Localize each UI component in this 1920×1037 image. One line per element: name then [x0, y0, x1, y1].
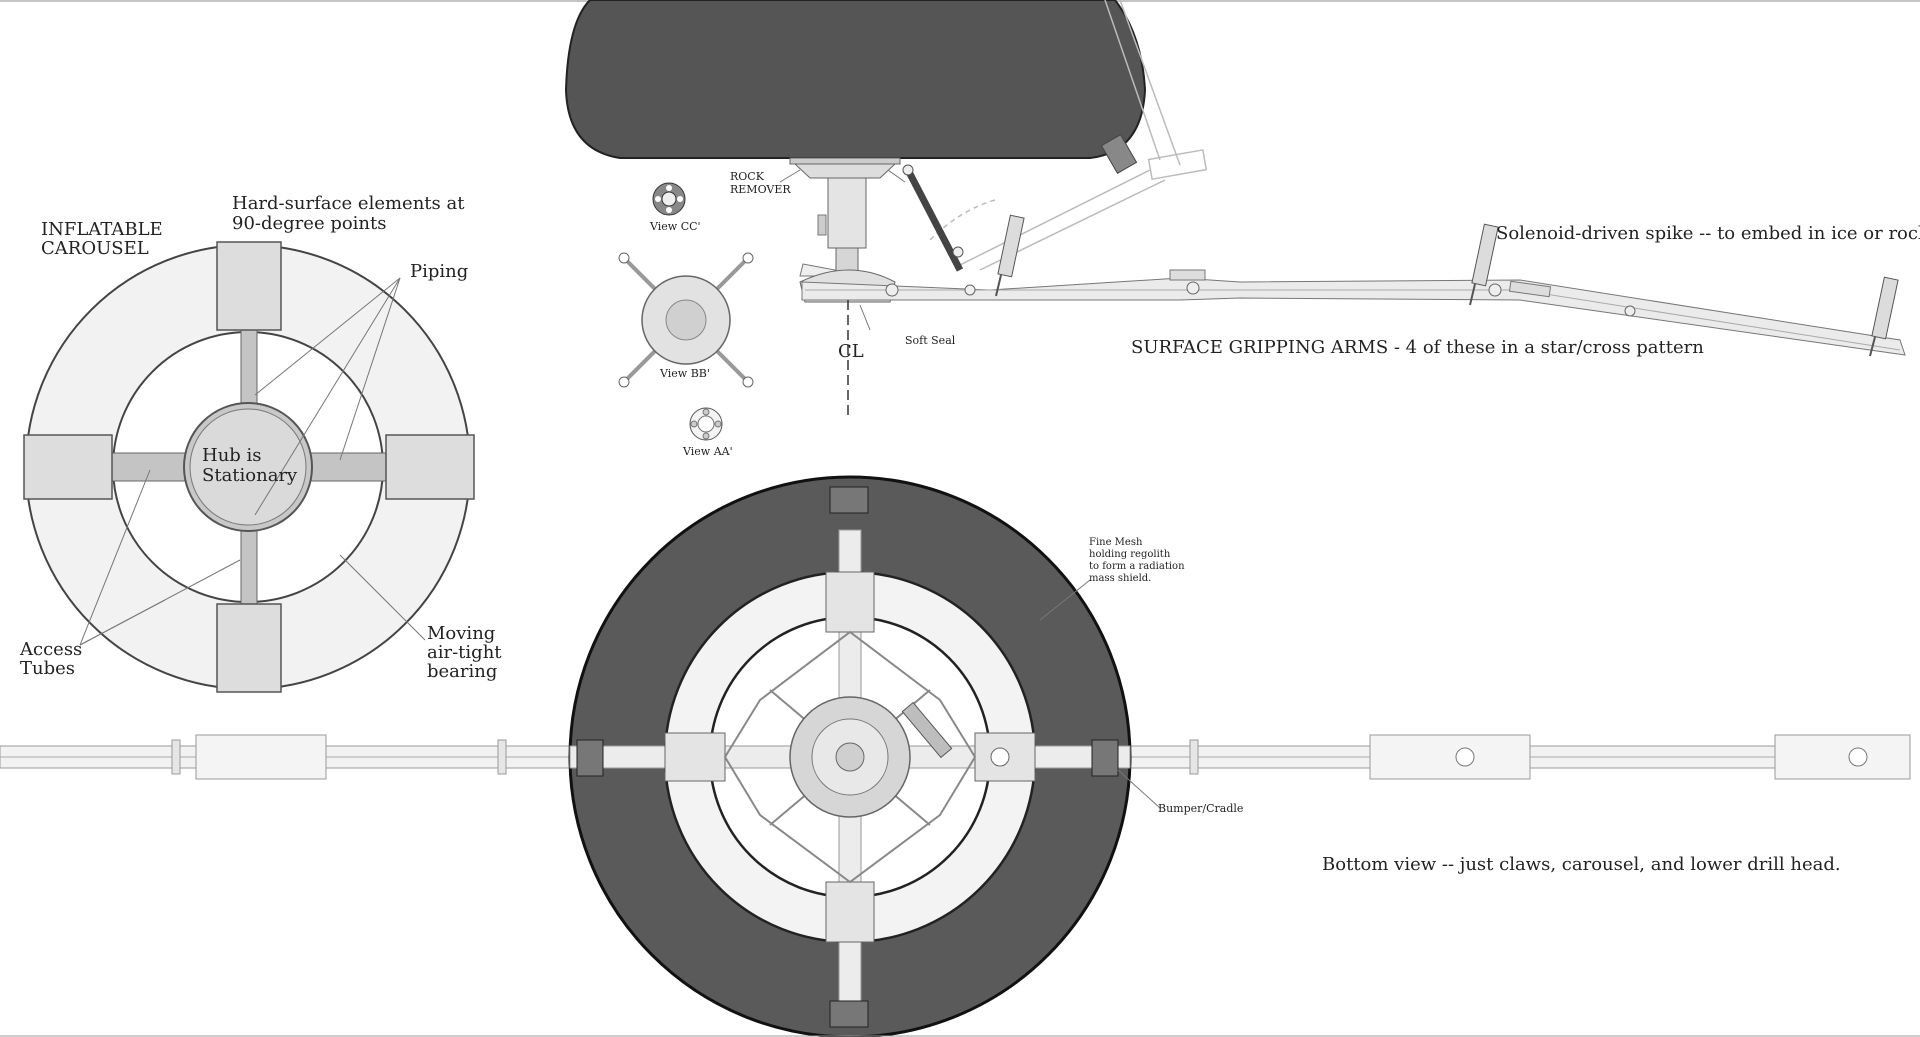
- bearing-label-line2: air-tight: [427, 642, 502, 663]
- lander-body: [564, 0, 1147, 159]
- view-cc-label: View CC': [649, 220, 701, 233]
- carousel-title-line1: INFLATABLE: [41, 219, 163, 240]
- bumper-cradle-label: Bumper/Cradle: [1158, 802, 1243, 815]
- view-bb-figure: [618, 252, 754, 388]
- bottom-view-caption: Bottom view -- just claws, carousel, and…: [1322, 854, 1841, 875]
- hard-surface-label-line2: 90-degree points: [232, 213, 387, 234]
- side-view-figure: ROCK REMOVER View CC' View BB' View AA' …: [0, 0, 1920, 458]
- rock-remover-label-line2: REMOVER: [730, 183, 791, 196]
- bearing-label-line3: bearing: [427, 661, 497, 682]
- view-bb-label: View BB': [659, 367, 710, 380]
- view-aa-figure: [689, 407, 723, 441]
- rock-remover-label-line1: ROCK: [730, 170, 765, 183]
- access-tubes-label-line2: Tubes: [20, 658, 75, 679]
- hub-label-line1: Hub is: [202, 445, 262, 466]
- fine-mesh-label-line4: mass shield.: [1089, 573, 1151, 584]
- hub-label-line2: Stationary: [202, 465, 298, 486]
- bearing-label-line1: Moving: [427, 623, 495, 644]
- piping-label: Piping: [410, 261, 468, 282]
- solenoid-spike-label: Solenoid-driven spike -- to embed in ice…: [1496, 223, 1920, 244]
- centerline-label: CL: [838, 341, 864, 362]
- carousel-title-line2: CAROUSEL: [41, 238, 149, 259]
- hard-surface-label-line1: Hard-surface elements at: [232, 193, 465, 214]
- fine-mesh-label-line1: Fine Mesh: [1089, 537, 1143, 548]
- view-aa-label: View AA': [682, 445, 733, 458]
- fine-mesh-label-line2: holding regolith: [1089, 549, 1171, 560]
- view-cc-figure: [652, 182, 686, 216]
- soft-seal-label: Soft Seal: [905, 334, 956, 347]
- access-tubes-label-line1: Access: [19, 639, 82, 660]
- inflatable-carousel-figure: INFLATABLE CAROUSEL Hard-surface element…: [19, 193, 502, 693]
- surface-gripping-arms-label: SURFACE GRIPPING ARMS - 4 of these in a …: [1131, 337, 1704, 358]
- fine-mesh-label-line3: to form a radiation: [1089, 561, 1185, 572]
- bottom-view-figure: Fine Mesh holding regolith to form a rad…: [0, 475, 1911, 1037]
